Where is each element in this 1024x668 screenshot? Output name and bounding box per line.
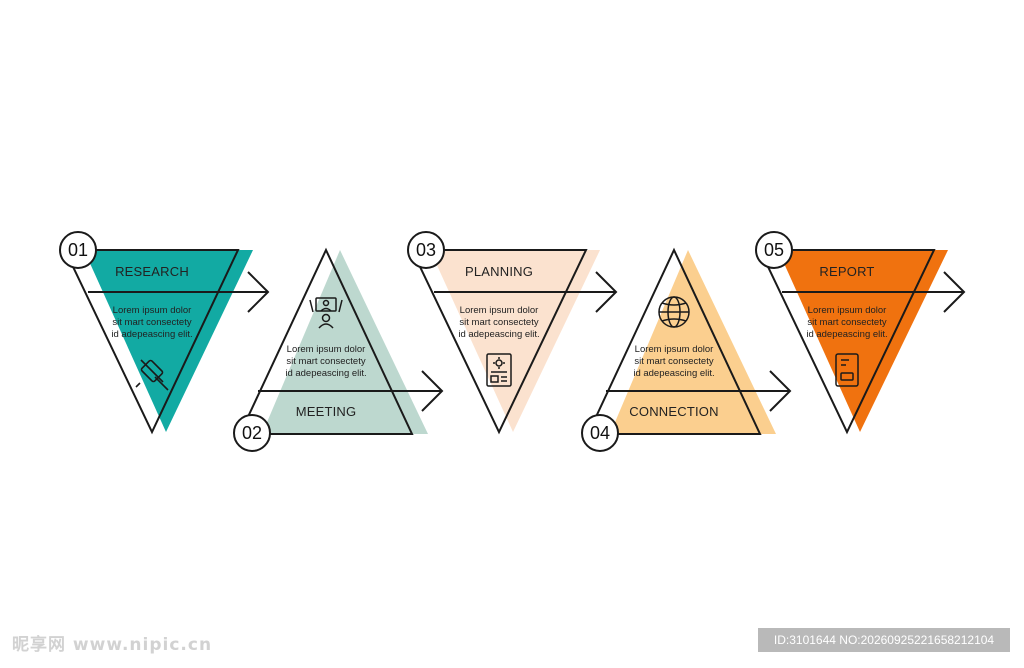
watermark-left: 昵享网 www.nipic.cn [12,635,213,655]
step-meeting-number-circle [233,414,271,452]
step-meeting: 02 Lorem ipsum dolor sit mart consectety… [233,247,444,452]
report-card-icon [835,353,859,387]
step-research-title: RESEARCH [115,264,189,279]
step-connection-outline-triangle [586,247,762,435]
video-conference-icon [309,297,343,329]
step-connection-color-triangle [610,250,776,434]
step-connection-text-line-3: id adepeascing elit. [633,368,714,379]
step-connection-text-line-1: Lorem ipsum dolor [635,344,714,355]
step-connection-text-line-2: sit mart consectety [634,356,713,367]
watermark-right: ID:3101644 NO:20260925221658212104 [758,628,1010,652]
step-research-number-circle [59,231,97,269]
step-report-outline-triangle [758,249,936,435]
step-meeting-color-triangle [262,250,428,434]
step-research-text-line-2: sit mart consectety [112,317,191,328]
step-planning-text-line-2: sit mart consectety [459,317,538,328]
step-meeting-outline-triangle [238,247,414,435]
step-planning-number: 03 [416,240,436,260]
step-research-arrowhead [247,271,270,313]
document-gear-icon [486,353,512,387]
step-research-number: 01 [68,240,88,260]
step-meeting-number: 02 [242,423,262,443]
step-report-text-line-2: sit mart consectety [807,317,886,328]
step-meeting-text-line-1: Lorem ipsum dolor [287,344,366,355]
step-planning-outline-triangle [410,249,588,435]
step-meeting-title: MEETING [296,404,357,419]
step-report-color-triangle [778,250,948,432]
step-connection: 04 Lorem ipsum dolor sit mart consectety… [581,247,792,452]
step-planning-color-triangle [430,250,600,432]
step-planning-text-line-1: Lorem ipsum dolor [460,305,539,316]
step-research: 01 RESEARCH Lorem ipsum dolor sit mart c… [59,231,270,435]
step-report-number-circle [755,231,793,269]
globe-icon [658,296,690,328]
step-planning: 03 PLANNING Lorem ipsum dolor sit mart c… [407,231,618,435]
step-research-text-line-3: id adepeascing elit. [111,329,192,340]
step-research-text-line-1: Lorem ipsum dolor [113,305,192,316]
step-report-number: 05 [764,240,784,260]
step-planning-arrowhead [595,271,618,313]
step-report-text-line-3: id adepeascing elit. [806,329,887,340]
step-connection-title: CONNECTION [629,404,718,419]
step-report-text-line-1: Lorem ipsum dolor [808,305,887,316]
step-report: 05 REPORT Lorem ipsum dolor sit mart con… [755,231,966,435]
step-planning-title: PLANNING [465,264,533,279]
step-meeting-text-line-3: id adepeascing elit. [285,368,366,379]
step-report-title: REPORT [819,264,874,279]
step-planning-text-line-3: id adepeascing elit. [458,329,539,340]
step-planning-number-circle [407,231,445,269]
step-research-color-triangle [84,250,253,432]
pushpin-icon [135,359,169,391]
step-meeting-text-line-2: sit mart consectety [286,356,365,367]
step-connection-number: 04 [590,423,610,443]
step-report-arrowhead [943,271,966,313]
step-connection-arrowhead [769,370,792,412]
step-research-outline-triangle [63,249,240,435]
step-connection-number-circle [581,414,619,452]
step-meeting-arrowhead [421,370,444,412]
